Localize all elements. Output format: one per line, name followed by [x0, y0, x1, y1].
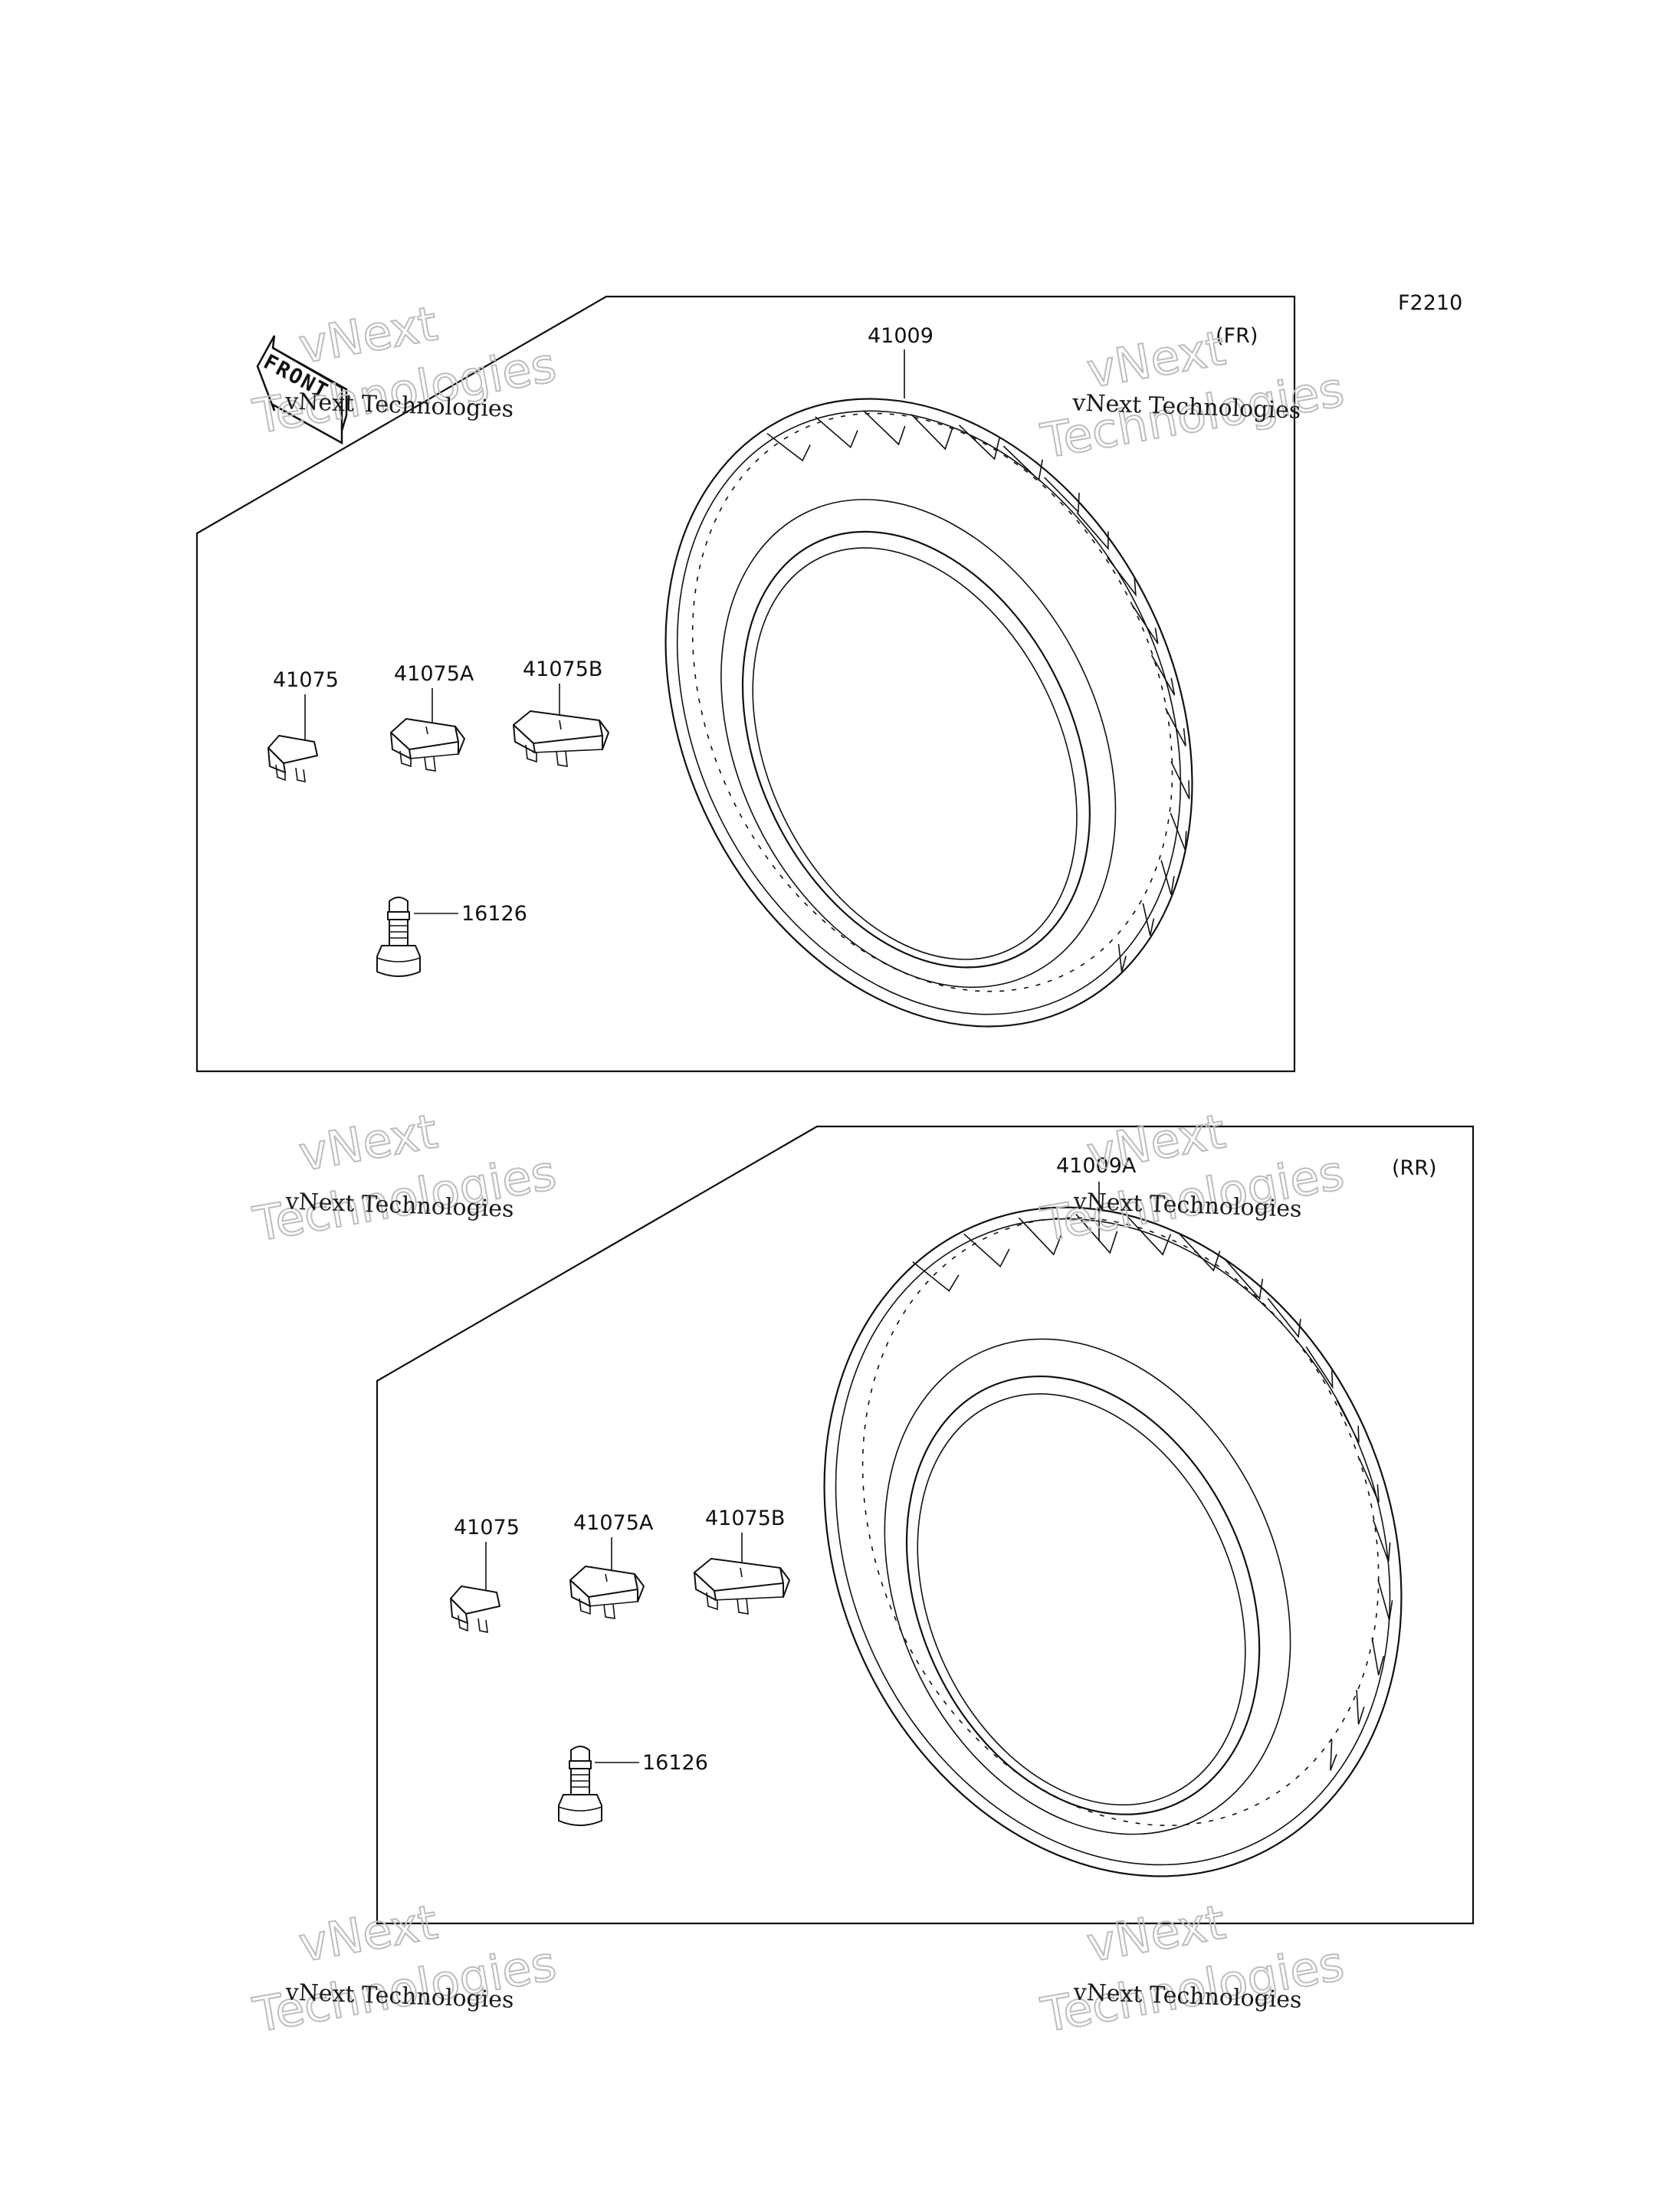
front-tire-part-number: 41009: [868, 324, 934, 348]
front-valve-part-number: 16126: [461, 902, 527, 926]
front-section-frame: [195, 295, 1296, 1073]
front-weight-part-3: 41075B: [523, 657, 602, 681]
rear-tire-section: (RR): [376, 1125, 1475, 1925]
front-position-label: (FR): [1216, 324, 1258, 348]
front-tire-section: (FR): [195, 295, 1296, 1073]
rear-tire-part-number: 41009A: [1056, 1154, 1137, 1178]
watermark-middle-left: vNext Technologies vNext Technologies: [248, 1102, 561, 1253]
rear-weight-part-2: 41075A: [573, 1511, 654, 1535]
rear-weight-part-3: 41075B: [705, 1507, 785, 1530]
watermark-bottom-right: vNext Technologies vNext Technologies: [1036, 1893, 1349, 2044]
figure-code: F2210: [1398, 291, 1462, 315]
rear-section-frame: [376, 1125, 1475, 1925]
front-weight-part-2: 41075A: [394, 662, 474, 686]
rear-position-label: (RR): [1392, 1156, 1437, 1180]
rear-valve-part-number: 16126: [642, 1751, 708, 1775]
watermark-top-right: vNext Technologies vNext Technologies: [1036, 319, 1349, 470]
rear-weight-part-1: 41075: [454, 1516, 520, 1540]
rear-tire-illustration: [823, 1206, 1403, 1877]
front-tire-illustration: [664, 398, 1193, 1028]
watermark-bottom-left: vNext Technologies vNext Technologies: [248, 1893, 561, 2044]
front-weight-part-1: 41075: [273, 668, 339, 692]
